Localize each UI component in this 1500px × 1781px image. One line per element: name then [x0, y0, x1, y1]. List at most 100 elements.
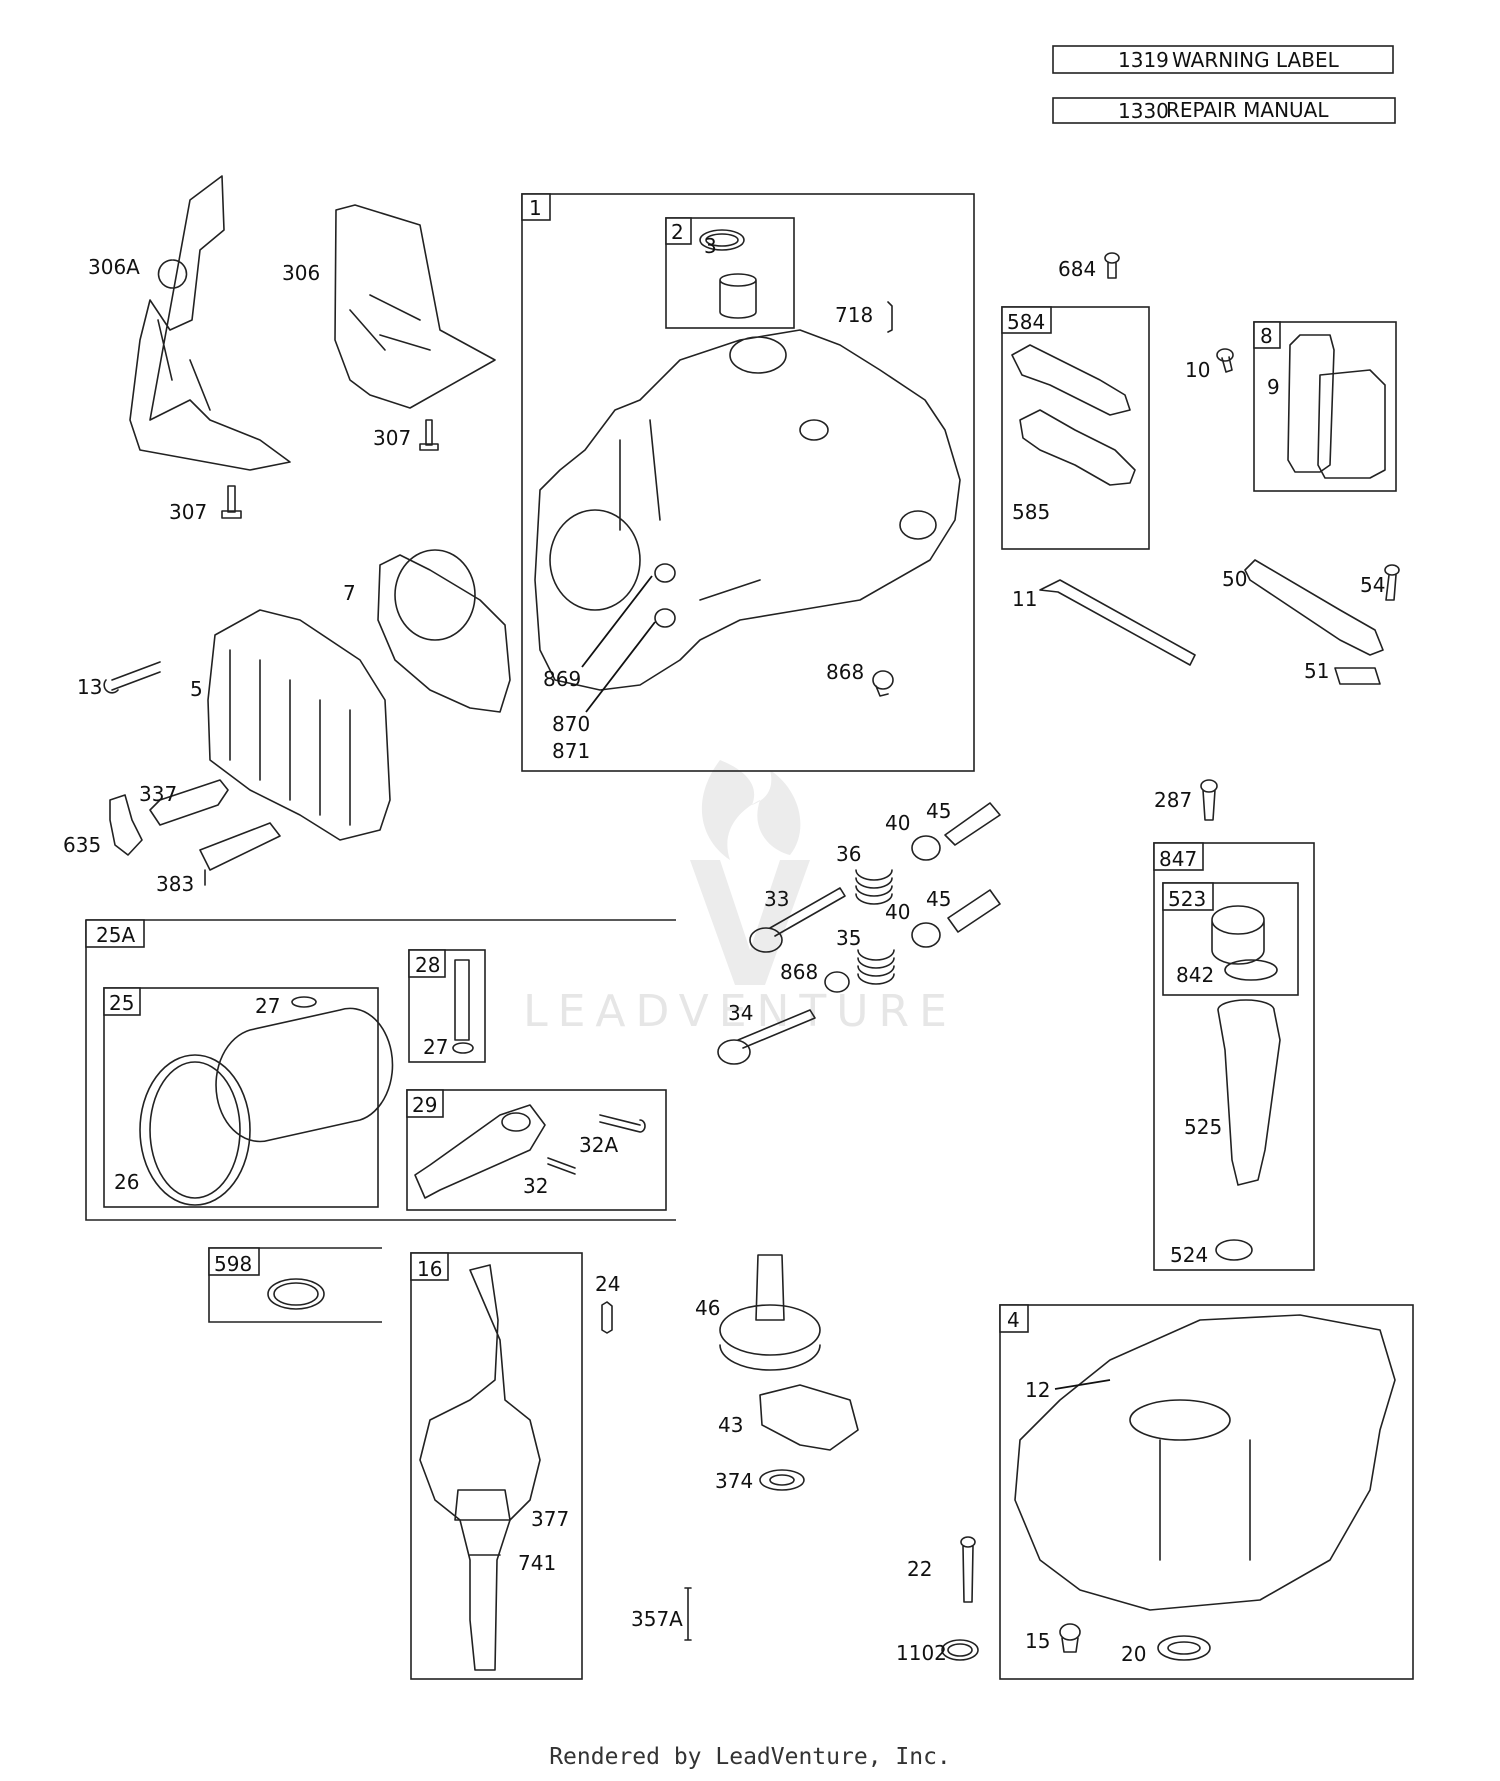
bolt-32-part[interactable] — [547, 1157, 576, 1175]
callout-54[interactable]: 54 — [1360, 573, 1385, 597]
shield-306-part[interactable] — [334, 204, 496, 409]
callout-11[interactable]: 11 — [1012, 587, 1037, 611]
spring-35-part[interactable] — [857, 949, 895, 985]
screw-307-lower-part[interactable] — [221, 485, 242, 519]
shield-306A-part[interactable] — [129, 175, 291, 471]
tube-50-part[interactable] — [1244, 559, 1384, 656]
callout-51[interactable]: 51 — [1304, 659, 1329, 683]
callout-22[interactable]: 22 — [907, 1557, 932, 1581]
screw-54-part[interactable] — [1384, 564, 1400, 601]
gear-377-part[interactable] — [454, 1489, 511, 1521]
callout-32A[interactable]: 32A — [579, 1133, 618, 1157]
breather-cover-part[interactable] — [1317, 369, 1386, 479]
connecting-rod-part[interactable] — [414, 1104, 546, 1199]
group-2-bearing[interactable]: 2 — [665, 217, 795, 329]
callout-45-lower[interactable]: 45 — [926, 887, 951, 911]
group-25A-piston-assembly[interactable]: 25A — [85, 919, 676, 1221]
screw-307-upper-part[interactable] — [419, 419, 439, 451]
rings-26-part[interactable] — [139, 1054, 251, 1206]
bolt-13-part[interactable] — [103, 661, 161, 694]
callout-32[interactable]: 32 — [523, 1174, 548, 1198]
callout-307-lower[interactable]: 307 — [169, 500, 207, 524]
gasket-585-part[interactable] — [1019, 409, 1136, 486]
o-ring-842-part[interactable] — [1224, 959, 1278, 981]
callout-24[interactable]: 24 — [595, 1272, 620, 1296]
gasket-51-part[interactable] — [1334, 667, 1381, 685]
lifter-45b-part[interactable] — [947, 889, 1001, 933]
group-28-wrist-pin[interactable]: 28 — [408, 949, 486, 1063]
callout-357A[interactable]: 357A — [631, 1607, 683, 1631]
bearing-3-part[interactable] — [699, 229, 757, 319]
screw-10-part[interactable] — [1216, 348, 1234, 373]
callout-36[interactable]: 36 — [836, 842, 861, 866]
callout-377[interactable]: 377 — [531, 1507, 569, 1531]
callout-9[interactable]: 9 — [1267, 375, 1280, 399]
callout-40-lower[interactable]: 40 — [885, 900, 910, 924]
callout-741[interactable]: 741 — [518, 1551, 556, 1575]
callout-1102[interactable]: 1102 — [896, 1641, 947, 1665]
callout-33[interactable]: 33 — [764, 887, 789, 911]
callout-43[interactable]: 43 — [718, 1413, 743, 1437]
callout-842[interactable]: 842 — [1176, 963, 1214, 987]
valve-33-part[interactable] — [749, 887, 846, 953]
crankshaft-part[interactable] — [419, 1264, 541, 1671]
seal-868-lower-part[interactable] — [824, 971, 850, 993]
callout-306A[interactable]: 306A — [88, 255, 140, 279]
retainer-40a-part[interactable] — [911, 835, 941, 861]
spark-plug-337-part[interactable] — [149, 779, 229, 826]
callout-3[interactable]: 3 — [704, 234, 717, 258]
callout-337[interactable]: 337 — [139, 782, 177, 806]
callout-13[interactable]: 13 — [77, 675, 102, 699]
callout-307-upper[interactable]: 307 — [373, 426, 411, 450]
callout-35[interactable]: 35 — [836, 926, 861, 950]
valve-34-part[interactable] — [717, 1009, 816, 1065]
callout-869[interactable]: 869 — [543, 667, 581, 691]
callout-585[interactable]: 585 — [1012, 500, 1050, 524]
group-598-seal[interactable]: 598 — [208, 1247, 382, 1323]
callout-50[interactable]: 50 — [1222, 567, 1247, 591]
callout-46[interactable]: 46 — [695, 1296, 720, 1320]
dipstick-cap-part[interactable] — [1211, 905, 1265, 965]
group-16-crankshaft[interactable]: 16 — [410, 1252, 583, 1680]
plug-15-part[interactable] — [1059, 1623, 1081, 1653]
callout-27-piston[interactable]: 27 — [255, 994, 280, 1018]
callout-870[interactable]: 870 — [552, 712, 590, 736]
governor-43-part[interactable] — [759, 1384, 859, 1451]
seal-598-part[interactable] — [267, 1278, 325, 1310]
callout-287[interactable]: 287 — [1154, 788, 1192, 812]
callout-871[interactable]: 871 — [552, 739, 590, 763]
sump-part[interactable] — [1014, 1314, 1396, 1611]
pin-718-part[interactable] — [887, 301, 893, 333]
callout-383[interactable]: 383 — [156, 872, 194, 896]
rod-11-part[interactable] — [1039, 579, 1196, 666]
callout-868-upper[interactable]: 868 — [826, 660, 864, 684]
callout-20[interactable]: 20 — [1121, 1642, 1146, 1666]
callout-12[interactable]: 12 — [1025, 1378, 1050, 1402]
group-8-breather[interactable]: 8 — [1253, 321, 1397, 492]
callout-635[interactable]: 635 — [63, 833, 101, 857]
warning-label-box[interactable]: 1319 WARNING LABEL — [1052, 45, 1394, 74]
repair-manual-box[interactable]: 1330 REPAIR MANUAL — [1052, 97, 1396, 124]
part-357A-part[interactable] — [684, 1587, 692, 1641]
boot-635-part[interactable] — [109, 794, 143, 856]
callout-26[interactable]: 26 — [114, 1170, 139, 1194]
group-4-sump[interactable]: 4 — [999, 1304, 1414, 1680]
group-29-connecting-rod[interactable]: 29 — [406, 1089, 667, 1211]
bolt-22-part[interactable] — [960, 1536, 976, 1603]
head-gasket-7-part[interactable] — [377, 549, 511, 713]
crankcase-part[interactable] — [534, 329, 961, 691]
group-847-dipstick-tube[interactable]: 847 — [1153, 842, 1315, 1271]
bearing-20-part[interactable] — [1157, 1635, 1211, 1661]
callout-7[interactable]: 7 — [343, 581, 356, 605]
seal-1102-part[interactable] — [941, 1639, 979, 1661]
gasket-584-part[interactable] — [1011, 344, 1131, 416]
retainer-40b-part[interactable] — [911, 922, 941, 948]
callout-684[interactable]: 684 — [1058, 257, 1096, 281]
plug-287-part[interactable] — [1200, 779, 1218, 821]
callout-868-lower[interactable]: 868 — [780, 960, 818, 984]
group-584-gasket-set[interactable]: 584 — [1001, 306, 1150, 550]
callout-27-pin[interactable]: 27 — [423, 1035, 448, 1059]
dipstick-tube-525-part[interactable] — [1217, 999, 1281, 1186]
callout-40-upper[interactable]: 40 — [885, 811, 910, 835]
callout-10[interactable]: 10 — [1185, 358, 1210, 382]
